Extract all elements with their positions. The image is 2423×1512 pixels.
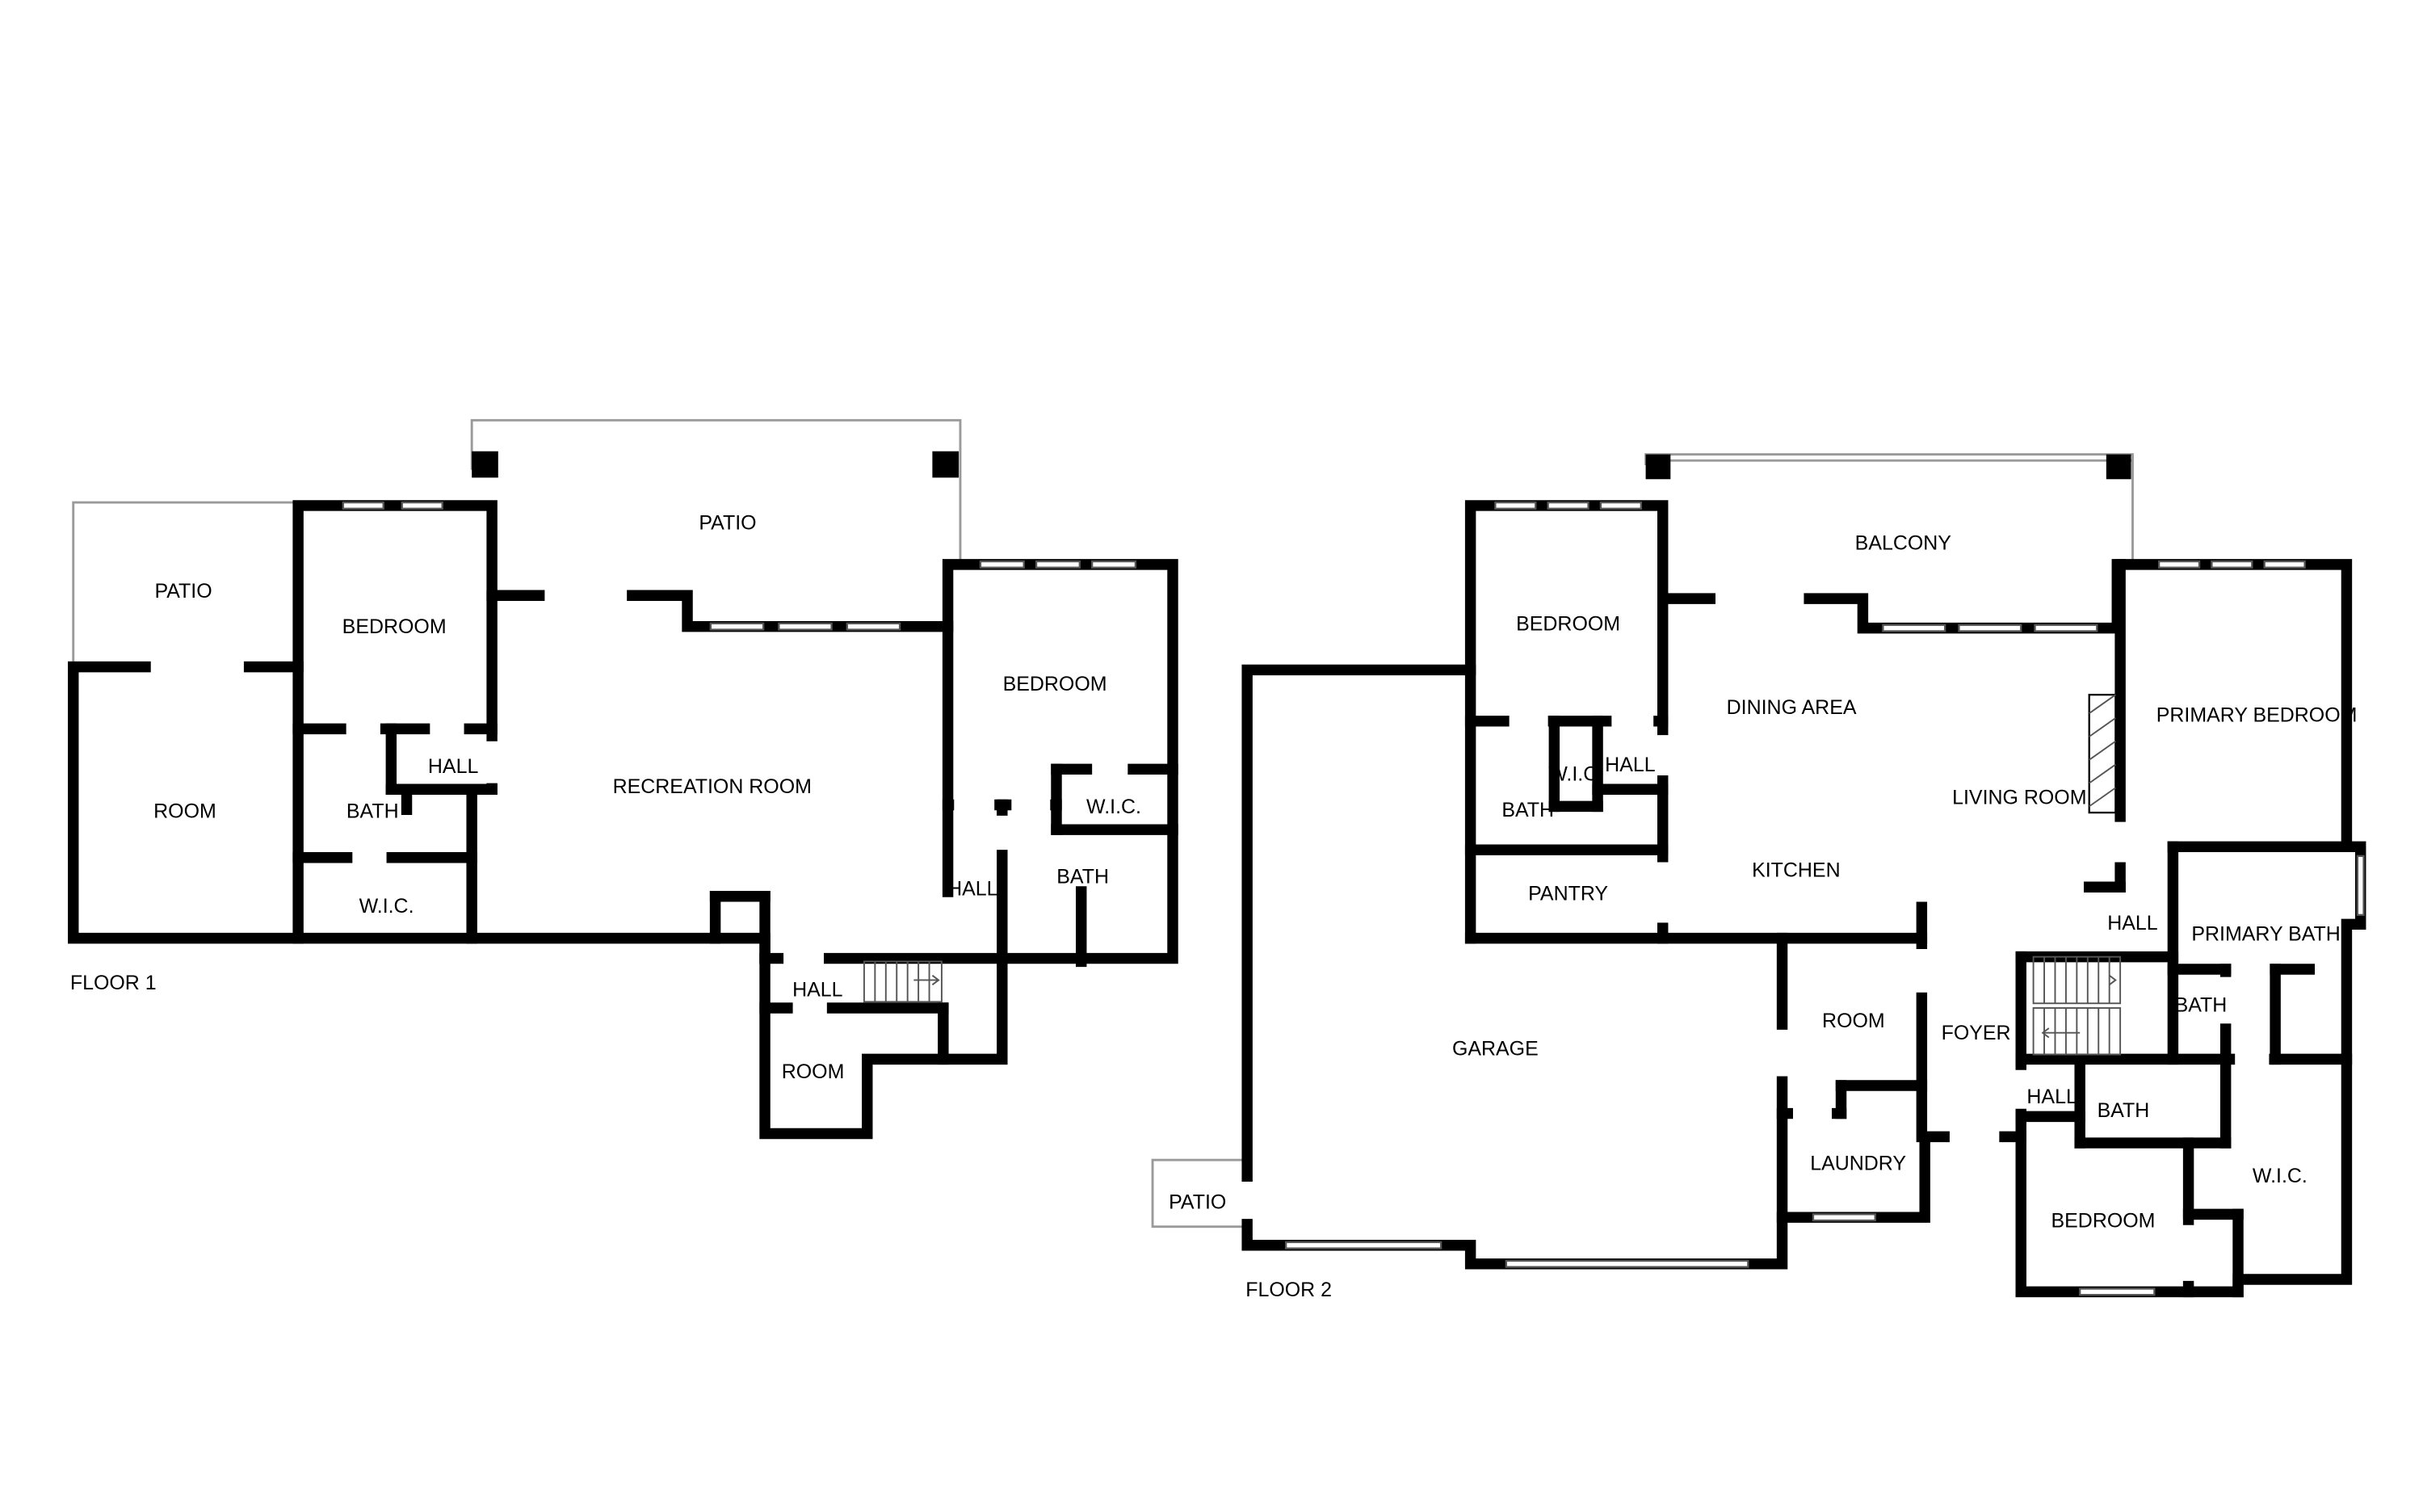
column-block	[1645, 454, 1671, 480]
window	[846, 622, 901, 631]
window	[2356, 855, 2365, 916]
room-label-room: ROOM	[1822, 1010, 1885, 1032]
room-label-wic: W.I.C.	[2253, 1165, 2308, 1187]
room-label-laundry: LAUNDRY	[1810, 1153, 1906, 1175]
floor1-outer-wall	[68, 500, 1178, 1140]
room-label-foyer: FOYER	[1942, 1022, 2011, 1044]
column-block	[932, 451, 960, 478]
room-label-wic: W.I.C.	[1548, 763, 1603, 786]
window	[1958, 624, 2022, 632]
room-label-living-room: LIVING ROOM	[1952, 786, 2086, 808]
room-label-wic: W.I.C.	[359, 895, 414, 918]
window	[1494, 501, 1537, 510]
room-label-wic: W.I.C.	[1086, 796, 1141, 818]
room-label-bedroom: BEDROOM	[1003, 673, 1107, 695]
room-label-bath: BATH	[1056, 865, 1109, 888]
room-label-primary-bedroom: PRIMARY BEDROOM	[2156, 704, 2358, 727]
stairs	[2032, 956, 2122, 1056]
room-label-recreation-room: RECREATION ROOM	[613, 775, 812, 798]
window	[342, 501, 384, 510]
column-block	[2106, 454, 2131, 480]
room-label-bedroom: BEDROOM	[342, 615, 447, 638]
room-label-bath: BATH	[346, 800, 399, 823]
room-label-hall: HALL	[428, 755, 479, 778]
window	[1091, 560, 1137, 569]
floor1-patio-left-outline	[72, 501, 299, 667]
room-label-kitchen: KITCHEN	[1752, 859, 1841, 882]
room-label-bath: BATH	[1501, 799, 1554, 821]
window	[1882, 624, 1946, 632]
floor-1: PATIO PATIO BEDROOM ROOM BATH HALL W.I.C…	[68, 418, 1178, 1140]
room-label-room: ROOM	[782, 1060, 845, 1083]
window	[1812, 1213, 1876, 1222]
window	[979, 560, 1025, 569]
column-block	[472, 451, 498, 478]
window	[778, 622, 833, 631]
room-label-pantry: PANTRY	[1528, 882, 1608, 905]
room-label-hall: HALL	[792, 978, 843, 1001]
room-label-hall: HALL	[1605, 754, 1656, 776]
window	[2263, 560, 2306, 569]
window	[2211, 560, 2253, 569]
window	[1547, 501, 1589, 510]
window	[2157, 560, 2201, 569]
floor-2: BALCONY BEDROOM BATH W.I.C. HALL PANTRY …	[1151, 453, 2366, 1301]
window	[401, 501, 443, 510]
stairs	[863, 960, 943, 1003]
fireplace-icon	[2088, 694, 2117, 814]
floor-title: FLOOR 1	[70, 972, 157, 994]
room-label-room: ROOM	[153, 800, 216, 823]
room-label-dining-area: DINING AREA	[1727, 696, 1857, 719]
window	[1035, 560, 1081, 569]
room-label-patio: PATIO	[154, 580, 212, 603]
floor1-patio-top-outline	[470, 418, 962, 565]
room-label-bath: BATH	[2175, 994, 2228, 1017]
room-label-patio: PATIO	[699, 512, 756, 535]
window	[2079, 1287, 2156, 1296]
window	[709, 622, 765, 631]
room-label-balcony: BALCONY	[1855, 532, 1952, 555]
room-label-primary-bath: PRIMARY BATH	[2191, 922, 2340, 945]
room-label-bedroom: BEDROOM	[2051, 1210, 2156, 1233]
room-label-bedroom: BEDROOM	[1516, 612, 1620, 635]
window	[1505, 1259, 1749, 1268]
floor-title: FLOOR 2	[1245, 1279, 1332, 1301]
room-label-hall: HALL	[2107, 912, 2158, 934]
room-label-patio: PATIO	[1169, 1191, 1226, 1214]
room-label-hall: HALL	[2026, 1086, 2077, 1108]
window	[1599, 501, 1642, 510]
room-label-hall: HALL	[947, 878, 998, 901]
room-label-garage: GARAGE	[1452, 1037, 1539, 1060]
room-label-bath: BATH	[2098, 1099, 2150, 1122]
window	[2034, 624, 2098, 632]
window	[1285, 1241, 1442, 1250]
